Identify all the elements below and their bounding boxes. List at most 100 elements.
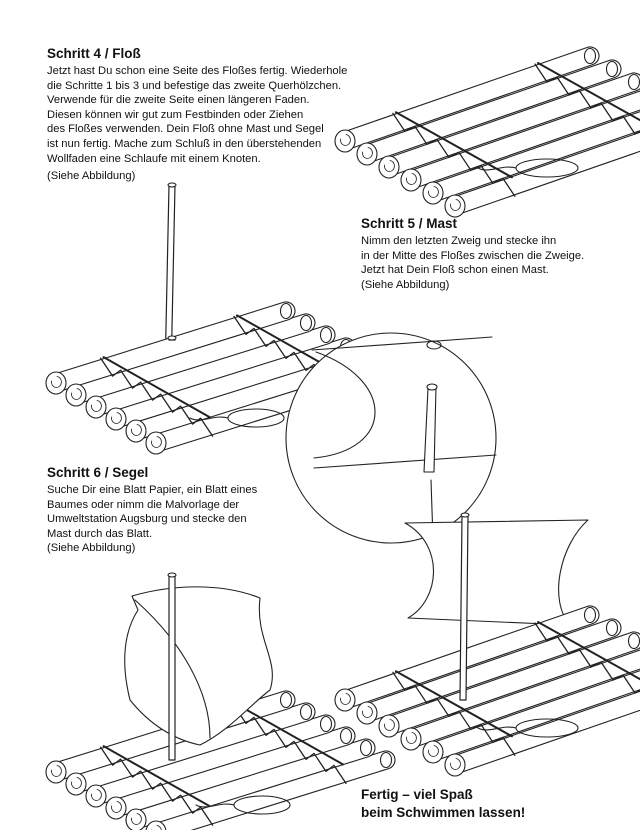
log-end: [299, 703, 313, 721]
log: [92, 714, 336, 806]
string-loop: [227, 408, 285, 428]
binding-string: [534, 622, 640, 694]
log-face: [422, 740, 444, 764]
paper-edge: [313, 454, 497, 469]
log-face: [378, 155, 400, 179]
log-end: [279, 691, 293, 709]
log-face: [85, 395, 107, 419]
raft-with-paper-sail-illustration: [334, 512, 640, 777]
log-face: [356, 142, 378, 166]
binding-string: [99, 357, 214, 437]
log-ring: [406, 732, 417, 744]
log: [112, 726, 356, 818]
log: [429, 111, 640, 203]
step5-text: Nimm den letzten Zweig und stecke ihn in…: [361, 235, 585, 291]
log-face: [125, 808, 147, 830]
step4-title: Schritt 4 / Floß: [47, 46, 141, 61]
log-end: [319, 715, 333, 733]
log: [451, 690, 640, 775]
log-face: [334, 688, 356, 712]
mast-tip: [460, 512, 470, 518]
paper-edge: [311, 336, 493, 351]
log: [341, 46, 600, 151]
log-ring: [384, 719, 395, 731]
raft-with-leaf-sail-illustration: [45, 572, 396, 830]
log-ring: [406, 173, 417, 185]
mast-tip: [426, 383, 438, 391]
log: [72, 313, 316, 405]
log-end: [583, 606, 597, 624]
string: [477, 166, 517, 171]
step4-section: Schritt 4 / Floß Jetzt hast Du schon ein…: [47, 45, 367, 184]
log-end: [299, 314, 313, 332]
raft-without-mast-illustration: [334, 46, 640, 218]
log-ring: [362, 147, 373, 159]
log-ring: [362, 706, 373, 718]
mast: [459, 514, 469, 701]
log-end: [605, 619, 619, 637]
log-ring: [340, 693, 351, 705]
cross-stick: [236, 703, 344, 766]
cross-stick: [102, 356, 211, 419]
log-face: [400, 168, 422, 192]
step4-reference: (Siehe Abbildung): [47, 170, 136, 183]
log-ring: [428, 186, 439, 198]
string-loop: [515, 718, 579, 738]
log: [52, 301, 296, 393]
log-face: [356, 701, 378, 725]
log-face: [444, 753, 466, 777]
log-end: [359, 739, 373, 757]
cross-stick: [394, 111, 513, 179]
leaf-vein: [134, 599, 211, 739]
binding-string: [534, 63, 640, 135]
log-ring: [450, 199, 461, 211]
binding-string: [99, 746, 214, 826]
string-loop: [233, 795, 291, 815]
log-ring: [131, 813, 142, 825]
log-end: [583, 47, 597, 65]
string-loop: [515, 158, 579, 178]
log-ring: [111, 801, 122, 813]
log-ring: [71, 388, 82, 400]
log-ring: [91, 400, 102, 412]
mast-tip: [167, 572, 177, 578]
log-face: [444, 194, 466, 218]
log-face: [45, 371, 67, 395]
log-face: [400, 727, 422, 751]
log-ring: [51, 765, 62, 777]
step5-section: Schritt 5 / Mast Nimm den letzten Zweig …: [361, 215, 631, 292]
string: [477, 726, 517, 731]
log-end: [627, 632, 640, 650]
log-ring: [450, 758, 461, 770]
log: [341, 605, 600, 710]
log-end: [627, 73, 640, 91]
mast-detail-magnifier-illustration: [285, 332, 497, 544]
mast-tip: [167, 182, 177, 188]
log: [429, 670, 640, 762]
log-face: [65, 772, 87, 796]
log-ring: [151, 436, 162, 448]
log: [132, 738, 376, 830]
log-face: [422, 181, 444, 205]
log-end: [319, 326, 333, 344]
log-face: [105, 796, 127, 820]
step6-title: Schritt 6 / Segel: [47, 465, 149, 480]
step5-title: Schritt 5 / Mast: [361, 216, 458, 231]
log-ring: [91, 789, 102, 801]
cross-stick: [394, 670, 513, 738]
log-end: [339, 727, 353, 745]
step6-section: Schritt 6 / Segel Suche Dir eine Blatt P…: [47, 464, 277, 556]
log: [451, 131, 640, 216]
log-ring: [151, 825, 162, 830]
step6-text: Suche Dir eine Blatt Papier, ein Blatt e…: [47, 484, 258, 555]
log-face: [45, 760, 67, 784]
log: [385, 631, 640, 736]
cross-stick: [102, 745, 211, 808]
log: [385, 72, 640, 177]
paper-sail: [404, 519, 589, 626]
binding-string: [392, 112, 516, 197]
mast-tip: [167, 335, 177, 341]
log-ring: [340, 134, 351, 146]
hole: [426, 340, 442, 350]
log: [92, 325, 336, 417]
